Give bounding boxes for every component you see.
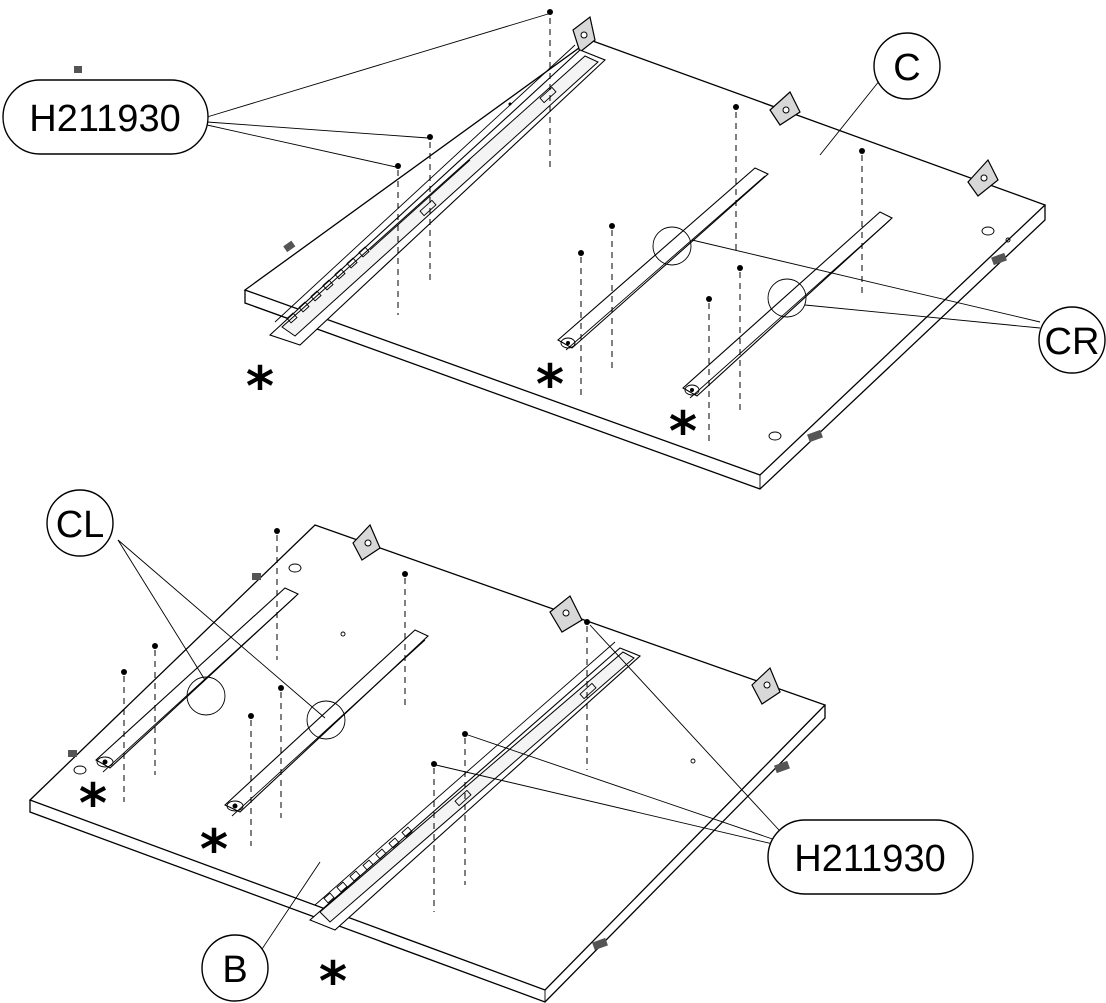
svg-text:CL: CL — [56, 504, 105, 546]
leader-lines — [117, 13, 1041, 971]
bracket-bottom-3 — [751, 666, 781, 705]
svg-text:H211930: H211930 — [29, 98, 180, 140]
rail-top-main — [268, 44, 607, 346]
callout-cl: CL — [46, 489, 114, 557]
svg-text:CR: CR — [1045, 321, 1100, 363]
star-marker-3: * — [669, 400, 697, 463]
callout-c: C — [873, 32, 941, 100]
callout-h211930-top: H211930 — [2, 79, 209, 155]
star-marker-6: * — [319, 950, 347, 1003]
svg-text:B: B — [222, 949, 247, 991]
svg-text:H211930: H211930 — [794, 838, 945, 880]
rail-cl-2 — [224, 629, 429, 817]
star-marker-5: * — [200, 818, 228, 881]
rail-cr-1 — [557, 167, 769, 351]
bracket-top-2 — [769, 91, 801, 126]
panel-b — [28, 524, 827, 1003]
rail-bottom-main — [308, 641, 642, 931]
panel-c — [74, 39, 1047, 490]
star-marker-2: * — [536, 353, 564, 416]
callout-cr: CR — [1038, 306, 1106, 374]
callout-b: B — [201, 934, 269, 1002]
star-marker-4: * — [79, 772, 107, 835]
bracket-top-1 — [572, 15, 596, 54]
svg-text:C: C — [893, 47, 920, 89]
star-marker-1: * — [246, 355, 274, 418]
detail-circles — [186, 226, 807, 740]
screws-top — [395, 9, 865, 445]
bracket-bottom-2 — [549, 595, 583, 633]
rail-cl-1 — [95, 587, 299, 773]
screws-bottom — [121, 528, 590, 912]
callout-h211930-bottom: H211930 — [767, 819, 974, 895]
bracket-bottom-1 — [352, 523, 381, 561]
bracket-top-3 — [967, 158, 999, 197]
rail-cr-2 — [682, 211, 893, 399]
